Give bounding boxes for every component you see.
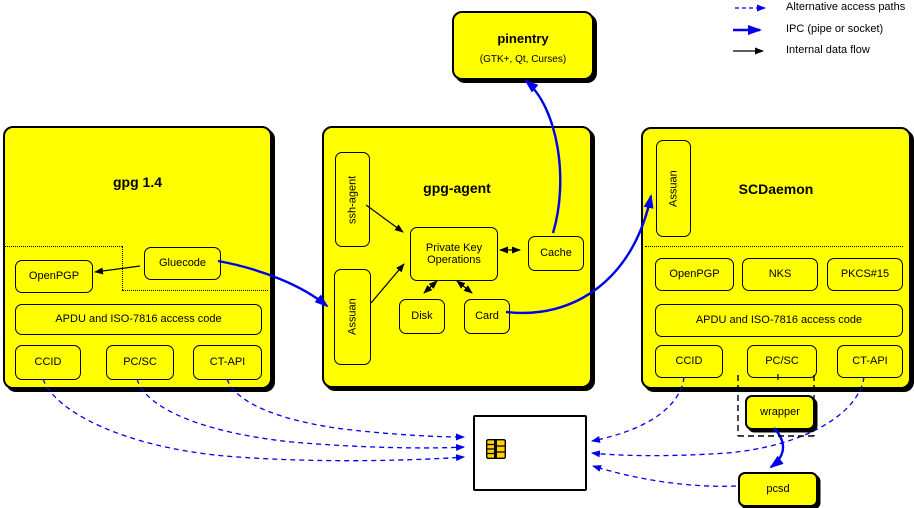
gpg-agent-private-key-operations-box: Private Key Operations bbox=[410, 227, 498, 281]
scdaemon-pcsc-box: PC/SC bbox=[747, 345, 817, 378]
gpg-agent-cache-box: Cache bbox=[528, 236, 584, 271]
scdaemon-nks-box: NKS bbox=[742, 258, 818, 291]
scdaemon-title: SCDaemon bbox=[738, 181, 814, 197]
gpg14-pcsc-box: PC/SC bbox=[106, 345, 174, 380]
scdaemon-ctapi-box: CT-API bbox=[837, 345, 903, 378]
scdaemon-box: SCDaemon Assuan OpenPGP NKS PKCS#15 APDU… bbox=[641, 127, 911, 389]
scdaemon-openpgp-box: OpenPGP bbox=[655, 258, 734, 291]
legend-label-internal-flow: Internal data flow bbox=[786, 44, 870, 56]
gpg14-box: gpg 1.4 OpenPGP Gluecode APDU and ISO-78… bbox=[3, 126, 272, 389]
pinentry-box: pinentry (GTK+, Qt, Curses) bbox=[452, 11, 594, 80]
pcsd-box: pcsd bbox=[738, 472, 818, 507]
gpg-agent-ssh-agent-box: ssh-agent bbox=[335, 152, 370, 247]
scdaemon-apdu-box: APDU and ISO-7816 access code bbox=[655, 304, 903, 337]
scdaemon-pkcs15-box: PKCS#15 bbox=[827, 258, 903, 291]
gpg14-dotted-divider-left bbox=[5, 246, 122, 247]
gpg14-dotted-divider-step bbox=[122, 246, 123, 290]
alt-gpg14-pcsc-to-card bbox=[136, 378, 465, 451]
scdaemon-assuan-box: Assuan bbox=[656, 140, 691, 237]
gpg14-dotted-divider-right bbox=[122, 290, 268, 291]
scdaemon-ccid-box: CCID bbox=[655, 345, 723, 378]
gpg14-apdu-box: APDU and ISO-7816 access code bbox=[15, 304, 262, 335]
gpg-agent-card-box: Card bbox=[464, 299, 510, 334]
gpg14-gluecode-box: Gluecode bbox=[144, 247, 221, 280]
gpg14-ccid-box: CCID bbox=[15, 345, 81, 380]
gpg14-title: gpg 1.4 bbox=[112, 174, 162, 190]
alt-pcsd-to-card bbox=[592, 465, 737, 487]
smartcard-chip-icon bbox=[486, 439, 506, 459]
legend-label-ipc: IPC (pipe or socket) bbox=[786, 23, 884, 35]
gpg-agent-title: gpg-agent bbox=[423, 180, 491, 196]
pko-line1: Private Key bbox=[425, 241, 483, 254]
alt-gpg14-ccid-to-card bbox=[42, 378, 465, 462]
gpg-agent-assuan-box: Assuan bbox=[334, 269, 371, 365]
gpg14-openpgp-box: OpenPGP bbox=[15, 260, 93, 293]
scdaemon-dotted-divider bbox=[645, 246, 903, 247]
wrapper-box: wrapper bbox=[745, 395, 815, 430]
pko-line2: Operations bbox=[427, 254, 481, 266]
gpg14-ctapi-box: CT-API bbox=[193, 345, 262, 380]
legend-label-alternative-access: Alternative access paths bbox=[786, 1, 906, 13]
gpg-agent-disk-box: Disk bbox=[399, 299, 445, 334]
gpg-agent-box: gpg-agent ssh-agent Assuan Private Key O… bbox=[322, 126, 592, 388]
smartcard bbox=[473, 415, 587, 491]
ipc-wrapper-to-pcsd bbox=[769, 427, 785, 469]
pinentry-subtitle: (GTK+, Qt, Curses) bbox=[479, 54, 567, 65]
pinentry-title: pinentry bbox=[497, 31, 549, 46]
